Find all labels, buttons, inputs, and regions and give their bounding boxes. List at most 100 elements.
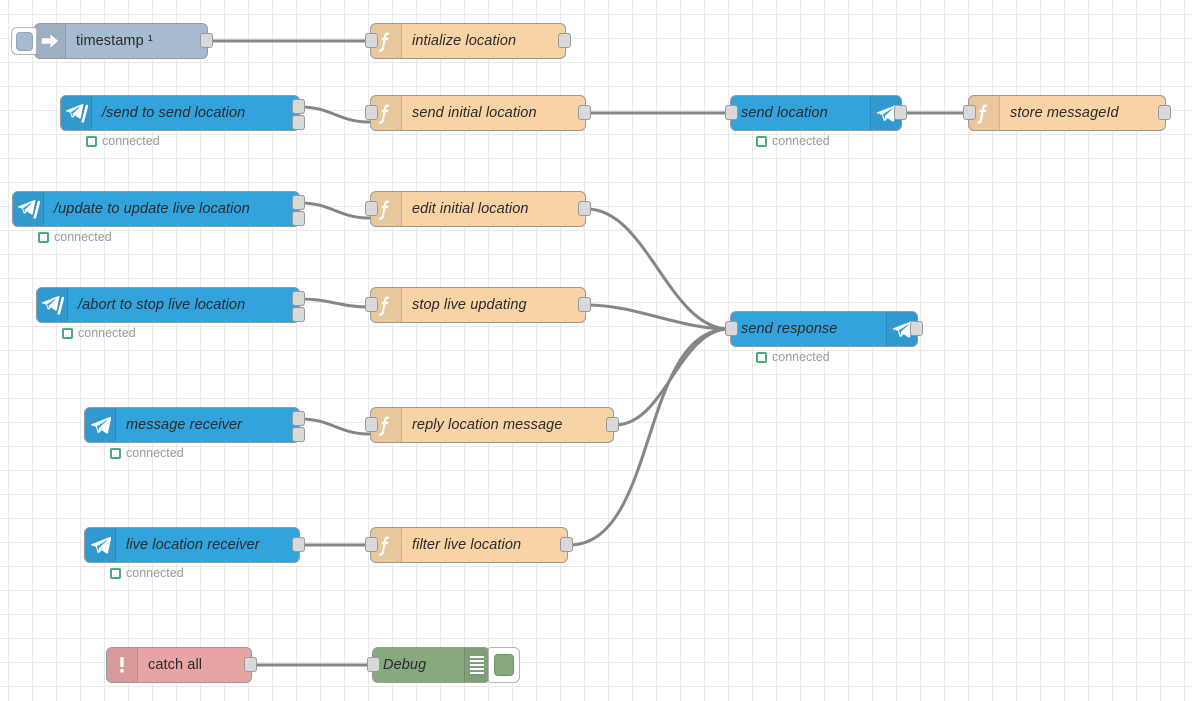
output-port[interactable] — [606, 417, 619, 432]
node-timestamp[interactable]: timestamp ¹ — [11, 23, 213, 59]
node-status-abort-command: connected — [62, 326, 136, 340]
node-label: /abort to stop live location — [78, 297, 246, 313]
node-label: reply location message — [412, 417, 563, 433]
status-dot-icon — [756, 351, 767, 363]
node-status-live-location-receiver: connected — [110, 566, 184, 580]
node-message-receiver[interactable]: message receiver — [84, 407, 305, 443]
wire-message-receiver-to-reply-location-message[interactable] — [299, 417, 371, 436]
input-port[interactable] — [365, 105, 378, 120]
function-f-icon — [371, 528, 402, 562]
node-status-send-response: connected — [756, 350, 830, 364]
node-label: edit initial location — [412, 201, 529, 217]
status-dot-icon — [86, 135, 97, 147]
input-port[interactable] — [365, 33, 378, 48]
node-stop-live-updating[interactable]: stop live updating — [365, 287, 591, 323]
output-port[interactable] — [292, 115, 305, 130]
node-status-update-command: connected — [38, 230, 112, 244]
output-port[interactable] — [292, 99, 305, 114]
output-port[interactable] — [558, 33, 571, 48]
output-port[interactable] — [578, 201, 591, 216]
wire-abort-command-to-stop-live-updating[interactable] — [299, 297, 371, 309]
node-label: catch all — [148, 657, 203, 673]
input-port[interactable] — [365, 201, 378, 216]
status-label: connected — [102, 134, 160, 148]
node-label: /update to update live location — [54, 201, 250, 217]
output-port[interactable] — [200, 33, 213, 48]
telegram-icon — [85, 528, 116, 562]
telegram-command-icon — [37, 288, 68, 322]
output-port[interactable] — [292, 211, 305, 226]
input-port[interactable] — [365, 297, 378, 312]
status-label: connected — [126, 446, 184, 460]
node-label: message receiver — [126, 417, 243, 433]
output-port[interactable] — [244, 657, 257, 672]
node-intialize-location[interactable]: intialize location — [365, 23, 571, 59]
output-port[interactable] — [560, 537, 573, 552]
output-port[interactable] — [578, 105, 591, 120]
node-filter-live-location[interactable]: filter live location — [365, 527, 573, 563]
status-label: connected — [126, 566, 184, 580]
node-abort-command[interactable]: /abort to stop live location — [36, 287, 305, 323]
debug-lines-icon — [464, 648, 489, 682]
output-port[interactable] — [1158, 105, 1171, 120]
wire-update-command-to-edit-initial-location[interactable] — [299, 201, 371, 220]
node-debug[interactable]: Debug — [367, 647, 520, 683]
node-send-response[interactable]: send response — [725, 311, 923, 347]
wire-send-command-to-send-initial-location[interactable] — [299, 105, 371, 124]
output-port[interactable] — [578, 297, 591, 312]
input-port[interactable] — [367, 657, 380, 672]
status-dot-icon — [756, 135, 767, 147]
inject-button-pad — [15, 31, 33, 51]
status-dot-icon — [110, 447, 121, 459]
node-label: intialize location — [412, 33, 517, 49]
wire-reply-location-message-to-send-response[interactable] — [613, 327, 731, 427]
node-label: stop live updating — [412, 297, 527, 313]
node-edit-initial-location[interactable]: edit initial location — [365, 191, 591, 227]
input-port[interactable] — [725, 321, 738, 336]
output-port[interactable] — [292, 537, 305, 552]
node-label: /send to send location — [102, 105, 246, 121]
status-label: connected — [54, 230, 112, 244]
output-port[interactable] — [910, 321, 923, 336]
node-label: Debug — [383, 657, 427, 673]
output-port[interactable] — [292, 195, 305, 210]
status-dot-icon — [38, 231, 49, 243]
node-label: timestamp ¹ — [76, 33, 153, 49]
node-send-command[interactable]: /send to send location — [60, 95, 305, 131]
wire-edit-initial-location-to-send-response[interactable] — [585, 207, 731, 331]
output-port[interactable] — [292, 411, 305, 426]
node-send-location[interactable]: send location — [725, 95, 907, 131]
node-catch-all[interactable]: catch all — [106, 647, 257, 683]
output-port[interactable] — [292, 307, 305, 322]
input-port[interactable] — [725, 105, 738, 120]
node-label: send response — [741, 321, 838, 337]
status-label: connected — [772, 350, 830, 364]
input-port[interactable] — [963, 105, 976, 120]
node-label: live location receiver — [126, 537, 260, 553]
debug-enable-toggle[interactable] — [488, 647, 520, 683]
node-send-initial-location[interactable]: send initial location — [365, 95, 591, 131]
node-live-location-receiver[interactable]: live location receiver — [84, 527, 305, 563]
node-label: filter live location — [412, 537, 522, 553]
debug-toggle-pad — [494, 654, 514, 676]
node-label: send initial location — [412, 105, 537, 121]
node-update-command[interactable]: /update to update live location — [12, 191, 305, 227]
status-dot-icon — [110, 567, 121, 579]
output-port[interactable] — [894, 105, 907, 120]
inject-trigger-button[interactable] — [11, 27, 37, 55]
input-port[interactable] — [365, 537, 378, 552]
status-dot-icon — [62, 327, 73, 339]
node-status-send-location: connected — [756, 134, 830, 148]
node-label: send location — [741, 105, 828, 121]
status-label: connected — [772, 134, 830, 148]
telegram-command-icon — [61, 96, 92, 130]
node-label: store messageId — [1010, 105, 1119, 121]
output-port[interactable] — [292, 427, 305, 442]
node-reply-location-message[interactable]: reply location message — [365, 407, 619, 443]
input-port[interactable] — [365, 417, 378, 432]
node-store-messageid[interactable]: store messageId — [963, 95, 1171, 131]
wire-stop-live-updating-to-send-response[interactable] — [585, 303, 731, 331]
telegram-icon — [85, 408, 116, 442]
output-port[interactable] — [292, 291, 305, 306]
